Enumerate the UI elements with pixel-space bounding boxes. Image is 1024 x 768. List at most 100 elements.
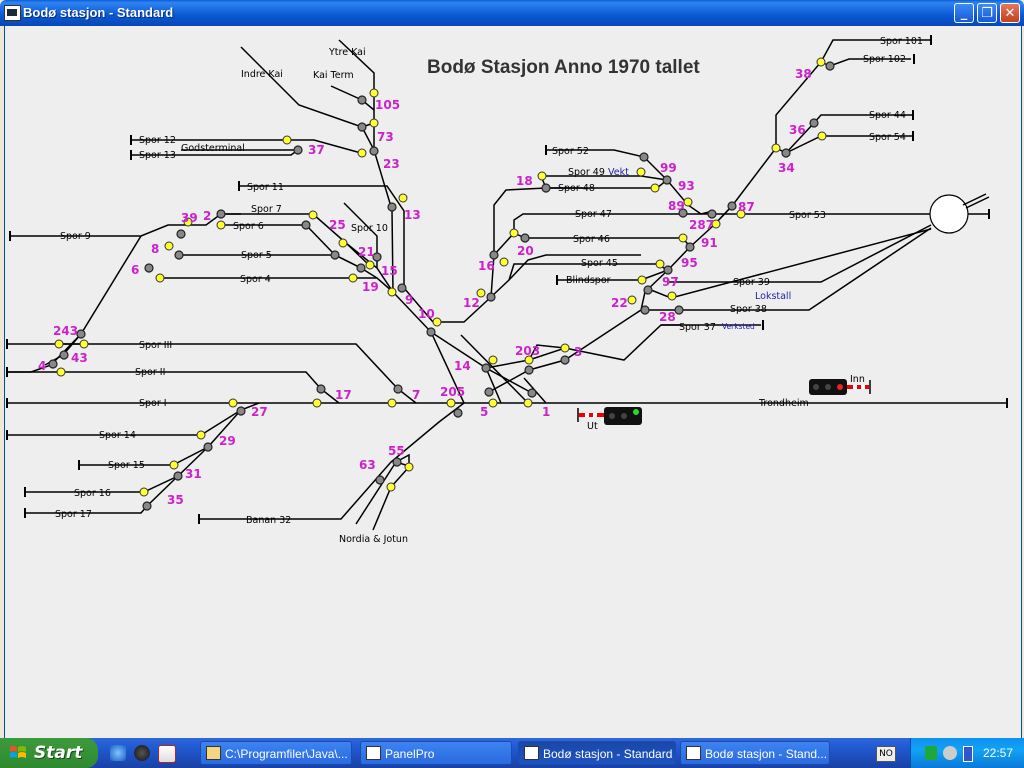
app-icon[interactable] — [4, 5, 21, 21]
switch-label-27: 27 — [251, 405, 268, 419]
switch-label-105: 105 — [375, 98, 400, 112]
battery-icon[interactable] — [963, 746, 973, 762]
system-tray: 22:57 — [910, 738, 1024, 768]
label-vekt: Vekt — [608, 167, 629, 178]
folder-icon — [206, 746, 221, 760]
maximize-icon: ❐ — [981, 6, 993, 21]
label-blindspor: Blindspor — [566, 275, 611, 286]
language-indicator[interactable]: NO — [876, 746, 896, 762]
switch-label-14: 14 — [454, 359, 471, 373]
task-bodo-standard[interactable]: Bodø stasjon - Standard — [518, 741, 676, 765]
start-button[interactable]: Start — [0, 738, 98, 768]
label-spor-iii: Spor III — [139, 340, 172, 351]
switch-label-95: 95 — [681, 256, 698, 270]
switch-label-37: 37 — [308, 143, 325, 157]
close-button[interactable]: ✕ — [1000, 3, 1020, 23]
switch-label-17: 17 — [335, 388, 352, 402]
switch-label-25: 25 — [329, 218, 346, 232]
taskbar: Start C:\Programfiler\Java\... PanelPro … — [0, 738, 1024, 768]
switch-label-31: 31 — [185, 467, 202, 481]
close-icon: ✕ — [1004, 6, 1016, 21]
label-spor-9: Spor 9 — [60, 231, 91, 242]
maximize-button[interactable]: ❐ — [977, 3, 997, 23]
label-trondheim: Trondheim — [758, 398, 809, 409]
switch-label-35: 35 — [167, 493, 184, 507]
label-spor-101: Spor 101 — [880, 36, 923, 47]
label-spor-38: Spor 38 — [730, 304, 767, 315]
switch-label-97: 97 — [662, 275, 679, 289]
switch-label-43: 43 — [71, 351, 88, 365]
switch-label-22: 22 — [611, 296, 628, 310]
label-spor-44: Spor 44 — [869, 110, 906, 121]
signal-ut[interactable] — [577, 407, 642, 425]
panel-headline: Bodø Stasjon Anno 1970 tallet — [427, 57, 700, 78]
panelpro-icon — [366, 746, 381, 760]
label-spor-54: Spor 54 — [869, 132, 906, 143]
signal-inn[interactable] — [809, 379, 871, 395]
pdf-reader-icon[interactable] — [158, 745, 176, 763]
network-icon[interactable] — [943, 746, 957, 760]
minimize-icon: _ — [960, 6, 968, 21]
media-icon[interactable] — [134, 745, 150, 761]
security-icon[interactable] — [925, 746, 937, 760]
switch-label-73: 73 — [377, 130, 394, 144]
label-spor-12: Spor 12 — [139, 135, 176, 146]
switch-label-28: 28 — [659, 310, 676, 324]
task-label: PanelPro — [385, 747, 435, 761]
switch-label-7: 7 — [412, 388, 420, 402]
task-panelpro[interactable]: PanelPro — [360, 741, 512, 765]
label-spor-49: Spor 49 — [568, 167, 605, 178]
switch-label-34: 34 — [778, 161, 795, 175]
switch-markers — [48, 57, 835, 511]
label-spor-48: Spor 48 — [558, 183, 595, 194]
switch-label-91: 91 — [701, 236, 718, 250]
switch-label-3: 3 — [574, 345, 582, 359]
label-spor-i: Spor I — [139, 398, 167, 409]
label-spor-ii: Spor II — [135, 367, 165, 378]
track-lines — [7, 39, 1007, 531]
task-bodo-standard-2[interactable]: Bodø stasjon - Stand... — [680, 741, 830, 765]
label-kai-term: Kai Term — [313, 70, 354, 81]
window-title: Bodø stasjon - Standard — [23, 5, 174, 20]
label-spor-46: Spor 46 — [573, 234, 610, 245]
label-spor-13: Spor 13 — [139, 150, 176, 161]
minimize-button[interactable]: _ — [954, 3, 974, 23]
label-spor-10: Spor 10 — [351, 223, 388, 234]
clock[interactable]: 22:57 — [982, 746, 1013, 760]
buffer-stops — [6, 35, 1008, 524]
label-spor-15: Spor 15 — [108, 460, 145, 471]
track-diagram: Bodø Stasjon Anno 1970 tallet Spor 101 S… — [6, 35, 1008, 545]
label-spor-16: Spor 16 — [74, 488, 111, 499]
panel-icon — [686, 746, 701, 760]
internet-explorer-icon[interactable] — [110, 745, 126, 761]
label-godsterminal: Godsterminal — [181, 143, 245, 154]
label-spor-47: Spor 47 — [575, 209, 612, 220]
switch-label-9: 9 — [405, 293, 413, 307]
task-java-folder[interactable]: C:\Programfiler\Java\... — [200, 741, 352, 765]
switch-label-39: 39 — [181, 211, 198, 225]
label-spor-37: Spor 37 — [679, 322, 716, 333]
switch-label-21: 21 — [358, 245, 375, 259]
label-spor-7: Spor 7 — [251, 204, 282, 215]
label-banan-32: Banan 32 — [246, 515, 291, 526]
switch-label-205: 205 — [440, 385, 465, 399]
title-bar[interactable]: Bodø stasjon - Standard _ ❐ ✕ — [0, 0, 1024, 26]
label-ut: Ut — [587, 421, 598, 432]
switch-label-287: 287 — [689, 218, 714, 232]
track-labels: Spor 101 Spor 102 Spor 44 Spor 54 Spor 5… — [55, 36, 923, 545]
label-verksted: Verksted — [722, 322, 755, 331]
switch-label-1: 1 — [542, 405, 550, 419]
switch-label-23: 23 — [383, 157, 400, 171]
switch-label-15: 15 — [381, 264, 398, 278]
task-label: C:\Programfiler\Java\... — [225, 747, 348, 761]
switch-label-29: 29 — [219, 434, 236, 448]
label-spor-14: Spor 14 — [99, 430, 136, 441]
switch-label-19: 19 — [362, 280, 379, 294]
switch-label-5: 5 — [480, 405, 488, 419]
switch-label-13: 13 — [404, 208, 421, 222]
switch-label-8: 8 — [151, 242, 159, 256]
switch-label-36: 36 — [789, 123, 806, 137]
windows-logo-icon — [10, 746, 26, 758]
label-ytre-kai: Ytre Kai — [328, 47, 366, 58]
switch-label-38: 38 — [795, 67, 812, 81]
